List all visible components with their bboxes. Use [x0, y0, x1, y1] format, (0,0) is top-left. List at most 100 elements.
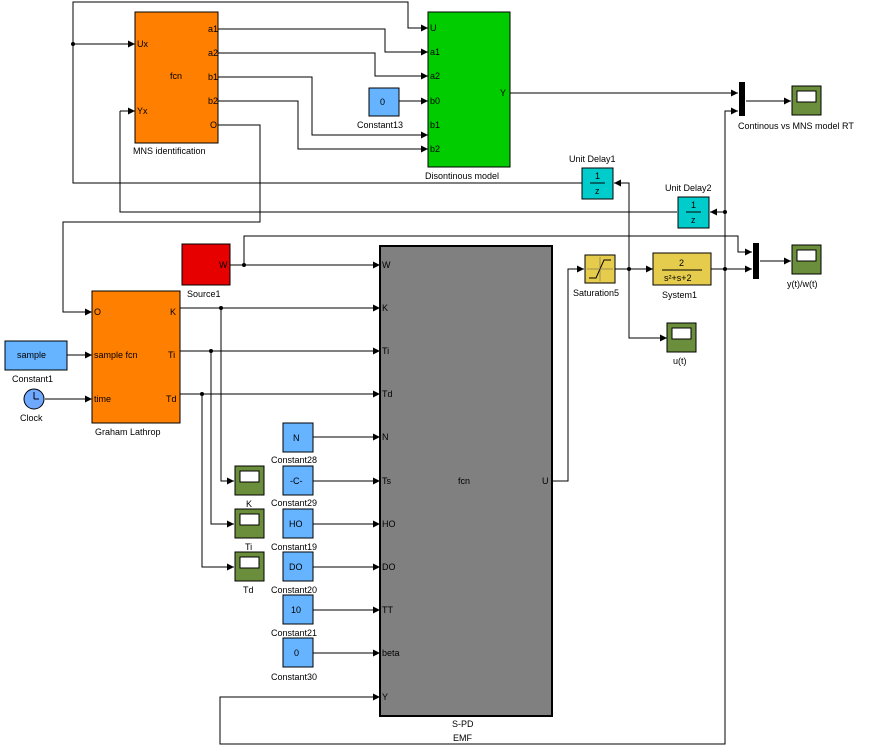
block-label: y(t)/w(t): [787, 279, 818, 289]
scope-screen-icon: [796, 90, 817, 103]
block-label: Source1: [187, 289, 221, 299]
port-u: U: [542, 476, 549, 486]
port-ux: Ux: [137, 39, 148, 49]
constant29-block[interactable]: -C- Constant29: [271, 465, 317, 508]
block-label: Constant28: [271, 455, 317, 465]
block-label: Disontinous model: [425, 171, 499, 181]
constant-value: -C-: [290, 476, 303, 486]
block-label: Graham Lathrop: [95, 427, 161, 437]
port-time: time: [94, 394, 111, 404]
constant-value: DO: [289, 562, 303, 572]
block-label: K: [246, 499, 252, 509]
constant-value: HO: [289, 519, 303, 529]
spd-emf-block[interactable]: W K Ti Td N Ts HO DO TT beta Y U fcn S-P…: [379, 245, 553, 743]
block-fcn: sample fcn: [94, 350, 138, 360]
block-fcn: fcn: [458, 476, 470, 486]
port-ho: HO: [382, 519, 396, 529]
constant21-block[interactable]: 10 Constant21: [271, 594, 317, 638]
scope-y-block[interactable]: y(t)/w(t): [787, 244, 822, 289]
scope-td-block[interactable]: Td: [234, 551, 265, 595]
block-label: u(t): [673, 356, 687, 366]
constant19-block[interactable]: HO Constant19: [271, 508, 317, 552]
scope-u-block[interactable]: u(t): [666, 322, 697, 366]
port-k: K: [382, 303, 388, 313]
port-yx: Yx: [137, 106, 148, 116]
constant30-block[interactable]: 0 Constant30: [271, 637, 317, 682]
unit-delay2-block[interactable]: 1 z Unit Delay2: [665, 183, 712, 229]
unit-delay1-block[interactable]: 1 z Unit Delay1: [569, 154, 616, 200]
port-ti: Ti: [382, 346, 389, 356]
block-label: Constant29: [271, 498, 317, 508]
constant-value: sample: [17, 350, 46, 360]
block-label: Clock: [20, 413, 43, 423]
port-do: DO: [382, 562, 396, 572]
port-u: U: [430, 23, 437, 33]
block-label: Constant1: [12, 374, 53, 384]
signal-lines: [45, 1, 791, 745]
tf-numerator: 2: [679, 258, 684, 268]
block-label: Saturation5: [573, 288, 619, 298]
scope-continuous-block[interactable]: Continous vs MNS model RT: [738, 85, 854, 131]
port-td: Td: [166, 394, 177, 404]
port-b2: b2: [208, 96, 218, 106]
port-b2: b2: [430, 144, 440, 154]
constant-value: 0: [380, 97, 385, 107]
clock-block[interactable]: Clock: [20, 388, 45, 423]
discontinuous-model-block[interactable]: U a1 a2 b0 b1 b2 Y Disontinous model: [425, 11, 511, 181]
mux-1[interactable]: [739, 82, 745, 116]
constant-value: 10: [291, 605, 301, 615]
port-b1: b1: [430, 120, 440, 130]
constant20-block[interactable]: DO Constant20: [271, 551, 317, 595]
constant28-block[interactable]: N Constant28: [271, 422, 317, 465]
delay-numerator: 1: [595, 171, 600, 181]
block-label: MNS identification: [133, 146, 206, 156]
port-beta: beta: [382, 648, 400, 658]
delay-denominator: z: [691, 215, 696, 225]
port-tt: TT: [382, 605, 393, 615]
port-o: O: [94, 307, 101, 317]
port-w: W: [382, 260, 391, 270]
block-label: Constant20: [271, 585, 317, 595]
constant1-block[interactable]: sample Constant1: [4, 340, 68, 384]
scope-ti-block[interactable]: Ti: [234, 508, 265, 552]
port-a2: a2: [208, 48, 218, 58]
mux-2[interactable]: [753, 243, 759, 279]
scope-screen-icon: [239, 556, 260, 569]
saturation5-block[interactable]: Saturation5: [573, 254, 619, 298]
constant-value: 0: [294, 648, 299, 658]
port-td: Td: [382, 389, 393, 399]
port-b1: b1: [208, 72, 218, 82]
delay-numerator: 1: [691, 200, 696, 210]
block-label: Constant19: [271, 542, 317, 552]
block-label: Unit Delay1: [569, 154, 616, 164]
block-label: S-PD: [452, 719, 474, 729]
block-label: Constant21: [271, 628, 317, 638]
block-label: System1: [662, 290, 697, 300]
port-b0: b0: [430, 96, 440, 106]
constant13-block[interactable]: 0 Constant13: [357, 87, 403, 130]
block-label: Td: [243, 585, 254, 595]
source1-block[interactable]: W Source1: [181, 243, 231, 299]
port-ti: Ti: [168, 350, 175, 360]
scope-k-block[interactable]: K: [234, 465, 265, 509]
block-label: Continous vs MNS model RT: [738, 121, 854, 131]
tf-denominator: s²+s+2: [664, 273, 692, 283]
scope-screen-icon: [796, 249, 817, 262]
scope-screen-icon: [239, 513, 260, 526]
port-o: O: [210, 120, 217, 130]
graham-lathrop-block[interactable]: O sample fcn time K Ti Td Graham Lathrop: [91, 290, 181, 437]
scope-screen-icon: [671, 327, 692, 340]
port-a1: a1: [208, 24, 218, 34]
port-w: W: [219, 260, 228, 270]
port-y: Y: [500, 88, 506, 98]
block-label: Constant30: [271, 672, 317, 682]
mns-identification-block[interactable]: Ux Yx a1 a2 b1 b2 O fcn MNS identificati…: [133, 11, 219, 156]
port-n: N: [382, 432, 389, 442]
delay-denominator: z: [595, 186, 600, 196]
port-k: K: [170, 307, 176, 317]
system1-block[interactable]: 2 s²+s+2 System1: [652, 252, 712, 300]
block-label-2: EMF: [453, 733, 473, 743]
block-label: Ti: [245, 542, 252, 552]
port-y: Y: [382, 692, 388, 702]
